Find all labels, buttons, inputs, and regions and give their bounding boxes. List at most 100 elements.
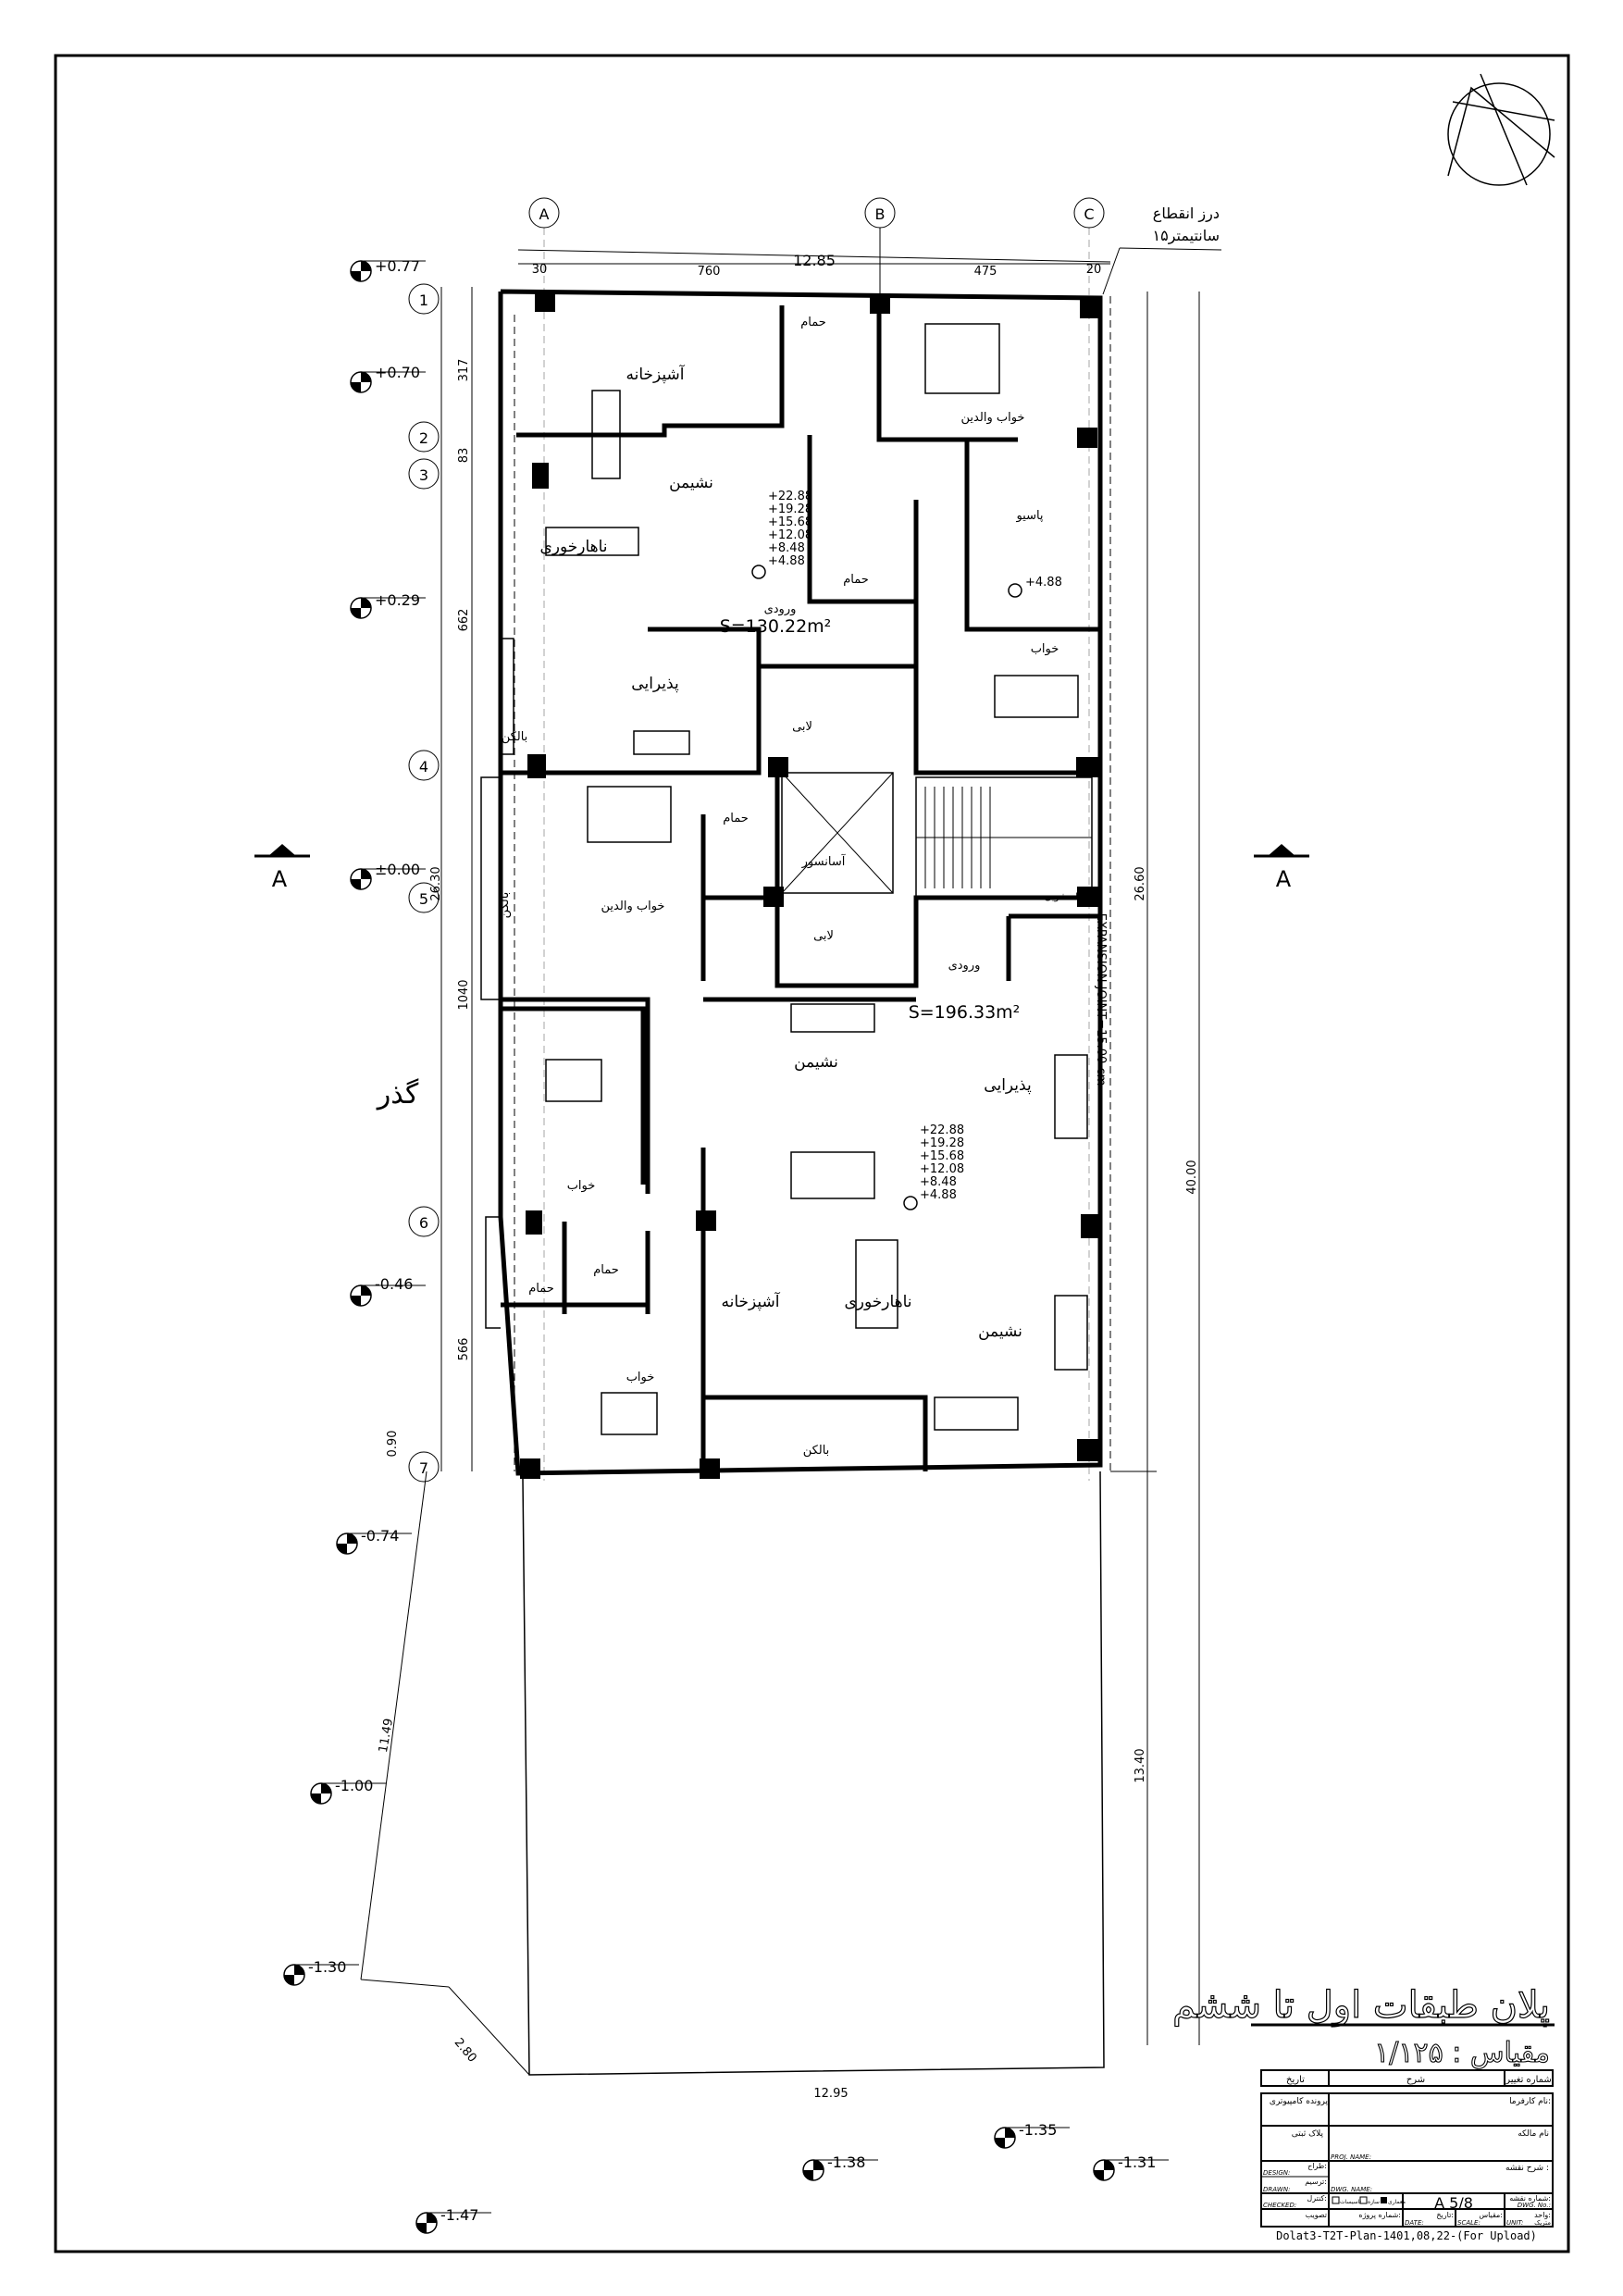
svg-text:ناهارخوری: ناهارخوری — [539, 538, 607, 556]
svg-text:20: 20 — [1086, 263, 1102, 277]
svg-text:1: 1 — [419, 292, 428, 309]
svg-text:DWG. NAME:: DWG. NAME: — [1331, 2186, 1372, 2193]
svg-text:نام کارفرما:: نام کارفرما: — [1509, 2097, 1551, 2106]
svg-text:A: A — [1276, 866, 1292, 892]
unit1-room-labels: آشپزخانه نشیمن ناهارخوری حمام خواب والدی… — [502, 316, 1059, 744]
svg-text:+8.48: +8.48 — [768, 541, 805, 555]
svg-text:حمام: حمام — [800, 316, 826, 329]
svg-text:26.30: 26.30 — [429, 866, 443, 900]
svg-text:بالکن: بالکن — [502, 730, 528, 744]
svg-text:حمام: حمام — [593, 1263, 619, 1277]
svg-text:پذیرایی: پذیرایی — [631, 675, 679, 693]
expansion-joint-label: EXPANSION JOINT=15.00 cm — [1094, 913, 1108, 1086]
svg-text:6: 6 — [419, 1214, 428, 1232]
svg-text:نشیمن: نشیمن — [978, 1322, 1022, 1341]
svg-text:83: 83 — [457, 448, 471, 464]
svg-text:-1.35: -1.35 — [1019, 2121, 1057, 2139]
section-marker-right: A — [1254, 844, 1309, 892]
svg-text:DATE:: DATE: — [1405, 2219, 1424, 2227]
svg-text:+22.88: +22.88 — [768, 490, 812, 503]
svg-text:B: B — [875, 205, 886, 223]
stair — [915, 776, 1093, 899]
svg-text:۱۵سانتیمتر: ۱۵سانتیمتر — [1153, 227, 1220, 245]
svg-text:نام مالکه: نام مالکه — [1518, 2129, 1549, 2139]
unit1-area: S=130.22m² — [720, 616, 832, 637]
svg-text:11.49: 11.49 — [377, 1718, 396, 1754]
svg-text:پرونده کامپیوتری: پرونده کامپیوتری — [1270, 2097, 1329, 2106]
svg-text:سازه: سازه — [1368, 2199, 1380, 2205]
level-marker: -1.35 — [994, 2121, 1070, 2149]
svg-text:+4.88: +4.88 — [920, 1188, 957, 1202]
expansion-joint-note: درز انقطاع ۱۵سانتیمتر — [1102, 205, 1222, 295]
svg-text:+0.70: +0.70 — [375, 364, 420, 381]
svg-text:+4.88: +4.88 — [768, 554, 805, 568]
top-dimensions: 30 760 12.85 475 20 — [517, 249, 1111, 279]
svg-text:مقیاس : ۱/۱۲۵: مقیاس : ۱/۱۲۵ — [1374, 2037, 1550, 2069]
street-label: گذر — [376, 1078, 419, 1111]
unit2-room-labels: خواب والدین حمام آسانسور بالکن لابی ورود… — [498, 812, 1084, 1458]
svg-text:7: 7 — [419, 1459, 428, 1477]
svg-text:پلاک ثبتی: پلاک ثبتی — [1292, 2128, 1324, 2139]
title-block: تاریخ شرح شماره تغییر نام کارفرما: پروند… — [1260, 2069, 1554, 2242]
svg-text:معماری: معماری — [1388, 2199, 1406, 2205]
svg-text:12.95: 12.95 — [813, 2087, 848, 2101]
svg-text:DRAWN:: DRAWN: — [1263, 2186, 1290, 2193]
floor-levels-1: +22.88 +19.28 +15.68 +12.08 +8.48 +4.88 — [751, 490, 812, 579]
svg-text:26.60: 26.60 — [1134, 866, 1147, 900]
left-dimensions: 317 83 662 26.30 1040 566 0.90 — [386, 287, 473, 1471]
svg-text:+12.08: +12.08 — [920, 1162, 964, 1176]
svg-text:آشپزخانه: آشپزخانه — [721, 1291, 780, 1311]
svg-text:40.00: 40.00 — [1185, 1160, 1199, 1194]
sheet-border — [54, 54, 1570, 2253]
svg-text:نشیمن: نشیمن — [669, 474, 713, 492]
svg-text:خواب: خواب — [567, 1179, 596, 1193]
structural-columns — [520, 292, 1100, 1479]
svg-text:درز انقطاع: درز انقطاع — [1153, 205, 1220, 223]
svg-text:DESIGN:: DESIGN: — [1263, 2169, 1290, 2177]
svg-text:+0.29: +0.29 — [375, 591, 420, 609]
svg-text:1040: 1040 — [457, 979, 471, 1010]
right-dimensions: 26.60 40.00 13.40 — [1110, 292, 1200, 2045]
svg-text:317: 317 — [457, 359, 471, 382]
patio-level: +4.88 — [1008, 576, 1062, 598]
svg-text:+12.08: +12.08 — [768, 528, 812, 542]
svg-text:566: 566 — [457, 1338, 471, 1361]
svg-text:بالکن: بالکن — [498, 892, 512, 919]
svg-text:12.85: 12.85 — [793, 252, 836, 269]
svg-text:خواب: خواب — [1031, 642, 1059, 656]
svg-text:تاسیسات: تاسیسات — [1340, 2199, 1361, 2205]
svg-text:نشیمن: نشیمن — [794, 1053, 838, 1072]
svg-text:طراح:: طراح: — [1307, 2162, 1327, 2170]
svg-text:شماره پروژه:: شماره پروژه: — [1358, 2211, 1401, 2219]
svg-text:2: 2 — [419, 429, 428, 447]
svg-text:C: C — [1084, 205, 1094, 223]
svg-text:پاسیو: پاسیو — [1015, 509, 1043, 523]
svg-text:0.90: 0.90 — [386, 1431, 400, 1458]
svg-text:تاریخ: تاریخ — [1286, 2075, 1305, 2085]
svg-text:-1.00: -1.00 — [335, 1777, 373, 1794]
svg-text:لابی: لابی — [813, 929, 834, 943]
svg-text:-1.31: -1.31 — [1118, 2153, 1156, 2171]
svg-text:پلان طبقات اول تا ششم: پلان طبقات اول تا ششم — [1172, 1984, 1550, 2027]
level-marker: -0.46 — [350, 1275, 426, 1307]
svg-text:آسانسور: آسانسور — [801, 853, 847, 869]
svg-text:ترسیم:: ترسیم: — [1305, 2178, 1327, 2186]
svg-text:A: A — [539, 205, 550, 223]
svg-text:+22.88: +22.88 — [920, 1123, 964, 1137]
grid-rows: 1 2 3 4 5 6 7 — [408, 283, 440, 1483]
svg-text:+15.68: +15.68 — [920, 1149, 964, 1163]
svg-text:خواب والدین: خواب والدین — [601, 900, 665, 913]
svg-text:-0.46: -0.46 — [375, 1275, 413, 1293]
svg-text:حمام: حمام — [723, 812, 749, 825]
svg-text:A: A — [272, 866, 288, 892]
svg-text:پذیرایی: پذیرایی — [984, 1076, 1032, 1095]
svg-text:حمام: حمام — [528, 1282, 554, 1296]
svg-text:3: 3 — [419, 466, 428, 484]
sheet-number: A 5/8 — [1434, 2194, 1473, 2212]
level-marker: ±0.00 — [350, 861, 426, 890]
level-markers: +0.77 +0.70 +0.29 ±0.00 -0.46 -0.74 -1.0… — [283, 257, 1169, 2234]
svg-text:13.40: 13.40 — [1134, 1748, 1147, 1782]
svg-text:بالکن: بالکن — [803, 1444, 830, 1458]
level-marker: -1.38 — [802, 2153, 878, 2181]
svg-text:DWG. No.:: DWG. No.: — [1518, 2202, 1551, 2209]
